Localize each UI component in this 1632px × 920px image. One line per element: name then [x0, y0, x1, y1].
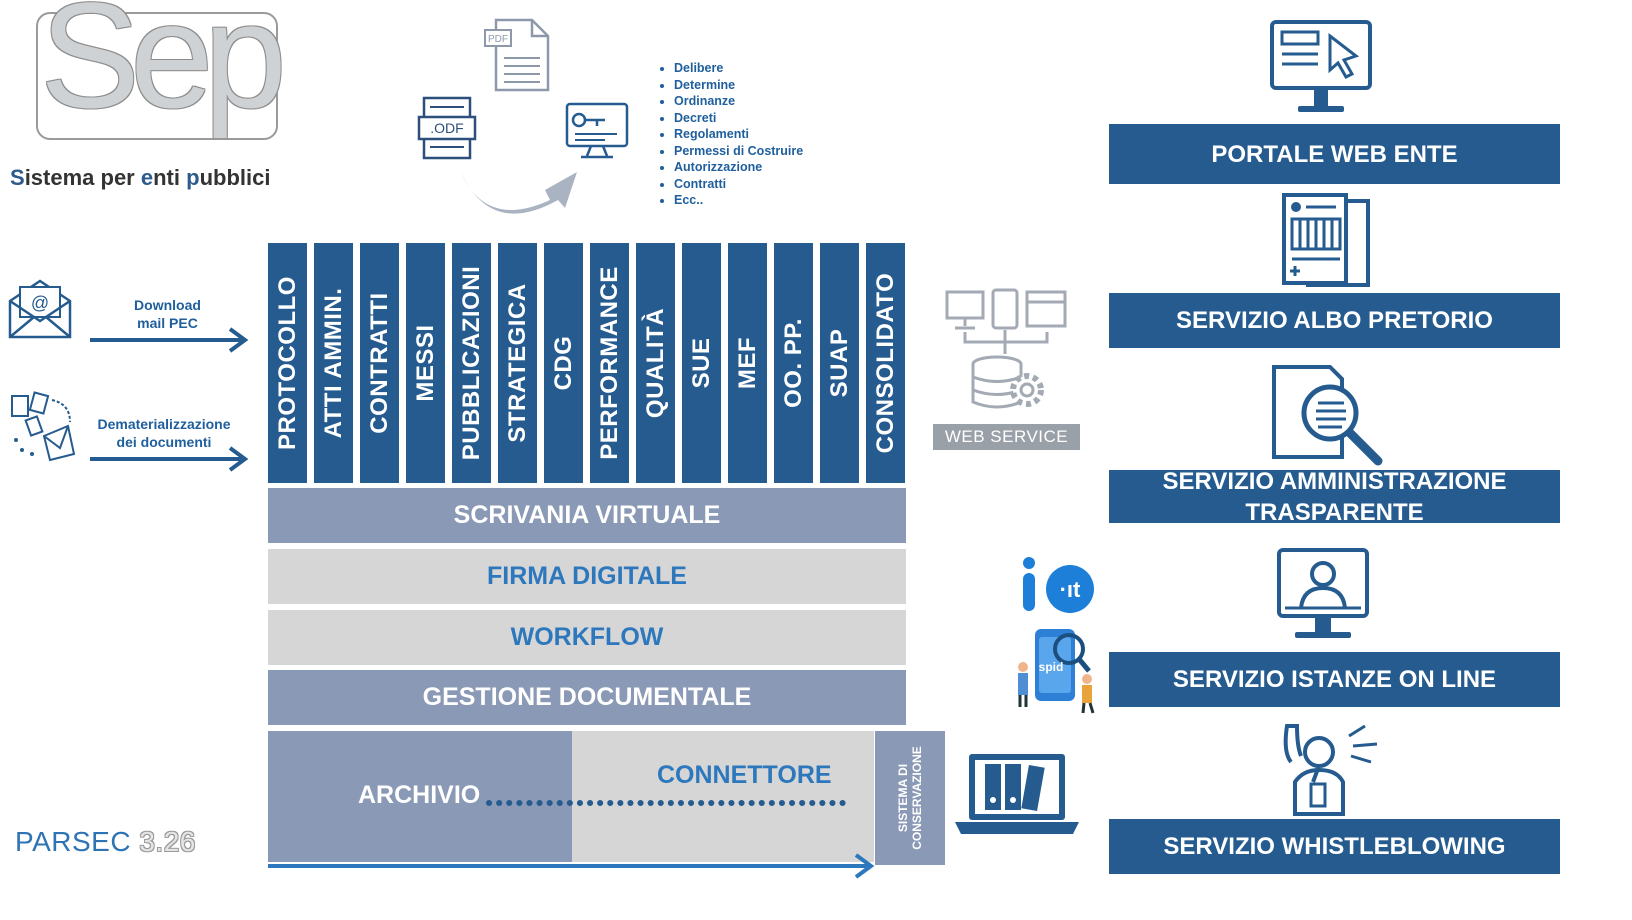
module-protocollo: PROTOCOLLO — [268, 243, 307, 483]
label-line: mail PEC — [137, 315, 198, 331]
label-line: dei documenti — [116, 434, 212, 450]
svg-text:@: @ — [31, 293, 49, 313]
dematerialization-icon — [11, 391, 76, 462]
spid-identity-icon: spid — [1018, 629, 1095, 714]
pdf-document-icon: PDF — [484, 18, 550, 92]
layer-scrivania-virtuale: SCRIVANIA VIRTUALE — [268, 488, 906, 543]
module-consolidato: CONSOLIDATO — [866, 243, 905, 483]
module-suap: SUAP — [820, 243, 859, 483]
signed-document-monitor-icon — [565, 102, 629, 159]
laptop-archive-icon — [955, 754, 1079, 834]
transparency-magnifier-icon — [1272, 365, 1383, 466]
subtitle-part: S — [10, 165, 25, 190]
module-label: CDG — [549, 335, 577, 391]
document-types-list: Delibere Determine Ordinanze Decreti Reg… — [660, 60, 803, 209]
pdf-label: PDF — [488, 34, 508, 45]
list-item: Contratti — [674, 176, 803, 193]
module-label: CONSOLIDATO — [871, 272, 899, 454]
list-item: Delibere — [674, 60, 803, 77]
arrow-right-icon — [90, 446, 249, 472]
dotted-connector-line — [486, 800, 852, 806]
list-item: Ecc.. — [674, 192, 803, 209]
subtitle-part: e — [140, 165, 154, 190]
layer-gestione-documentale: GESTIONE DOCUMENTALE — [268, 670, 906, 725]
module-mef: MEF — [728, 243, 767, 483]
parsec-version: 3.26 — [139, 826, 196, 857]
module-strategica: STRATEGICA — [498, 243, 537, 483]
module-label: MEF — [733, 336, 761, 390]
curved-arrow-icon — [460, 170, 577, 214]
label-line: Download — [134, 297, 201, 313]
label-line: SISTEMA DI — [896, 763, 910, 833]
online-user-monitor-icon — [1277, 548, 1369, 638]
download-pec-label: Download mail PEC — [110, 296, 225, 332]
module-pubblicazioni: PUBBLICAZIONI — [452, 243, 491, 483]
module-contratti: CONTRATTI — [360, 243, 399, 483]
module-sue: SUE — [682, 243, 721, 483]
conservation-arrow-icon — [268, 853, 875, 879]
service-whistleblowing: SERVIZIO WHISTLEBLOWING — [1109, 819, 1560, 874]
parsec-name: PARSEC — [15, 826, 132, 857]
dematerializzazione-label: Dematerializzazione dei documenti — [90, 415, 238, 451]
io-badge-text: ·ıt — [1060, 577, 1081, 602]
logo-wordmark: Sep — [40, 0, 287, 139]
whistleblower-icon — [1283, 724, 1378, 816]
envelope-icon: @ — [8, 279, 72, 339]
module-label: PROTOCOLLO — [273, 276, 301, 450]
label-line: Dematerializzazione — [97, 416, 231, 432]
module-messi: MESSI — [406, 243, 445, 483]
list-item: Ordinanze — [674, 93, 803, 110]
list-item: Regolamenti — [674, 126, 803, 143]
subtitle-part: ubblici — [199, 165, 271, 190]
module-label: STRATEGICA — [503, 283, 531, 443]
archivio-label: ARCHIVIO — [358, 781, 481, 809]
web-service-label: WEB SERVICE — [933, 424, 1080, 450]
module-qualita: QUALITÀ — [636, 243, 675, 483]
module-label: SUE — [687, 337, 715, 389]
odf-document-icon: .ODF — [417, 96, 477, 160]
module-label: ATTI AMMIN. — [319, 287, 347, 439]
list-item: Decreti — [674, 110, 803, 127]
module-label: CONTRATTI — [365, 292, 393, 434]
module-cdg: CDG — [544, 243, 583, 483]
module-label: PUBBLICAZIONI — [457, 265, 485, 461]
layer-workflow: WORKFLOW — [268, 610, 906, 665]
module-label: PERFORMANCE — [595, 266, 623, 460]
service-amministrazione-trasparente: SERVIZIO AMMINISTRAZIONE TRASPARENTE — [1109, 468, 1560, 526]
module-label: QUALITÀ — [641, 307, 669, 419]
module-label: MESSI — [411, 324, 439, 402]
logo-subtitle: Sistema per enti pubblici — [10, 165, 270, 191]
list-item: Autorizzazione — [674, 159, 803, 176]
service-portale-web-ente: PORTALE WEB ENTE — [1109, 124, 1560, 184]
connettore-zone — [572, 731, 874, 862]
notice-board-icon — [1282, 193, 1370, 287]
subtitle-part: p — [186, 165, 200, 190]
list-item: Permessi di Costruire — [674, 143, 803, 160]
module-label: SUAP — [825, 328, 853, 398]
module-atti-ammin: ATTI AMMIN. — [314, 243, 353, 483]
module-label: OO. PP. — [779, 318, 807, 408]
service-albo-pretorio: SERVIZIO ALBO PRETORIO — [1109, 293, 1560, 348]
odf-label: .ODF — [430, 120, 463, 136]
list-item: Determine — [674, 77, 803, 94]
subtitle-part: nti — [153, 165, 187, 190]
subtitle-part: istema per — [24, 165, 141, 190]
web-service-devices-icon — [945, 288, 1067, 409]
app-io-icon: ·ıt — [1023, 557, 1094, 613]
spid-badge-text: spid — [1039, 660, 1064, 674]
archivio-zone — [268, 731, 572, 862]
service-istanze-on-line: SERVIZIO ISTANZE ON LINE — [1109, 652, 1560, 707]
arrow-right-icon — [90, 327, 249, 353]
logo-frame — [36, 12, 278, 140]
web-portal-monitor-icon — [1270, 20, 1372, 112]
module-oo-pp: OO. PP. — [774, 243, 813, 483]
label-line: CONSERVAZIONE — [910, 746, 924, 850]
layer-firma-digitale: FIRMA DIGITALE — [268, 549, 906, 604]
connettore-label: CONNETTORE — [657, 761, 832, 789]
module-performance: PERFORMANCE — [590, 243, 629, 483]
parsec-version-label: PARSEC 3.26 — [15, 826, 196, 858]
